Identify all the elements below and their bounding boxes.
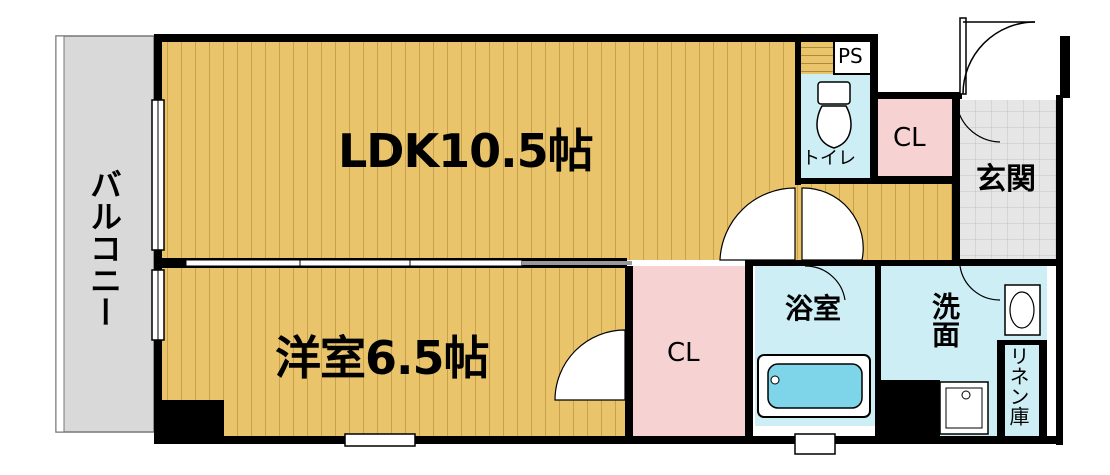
washroom-label: 洗面: [928, 292, 961, 348]
balcony-area: [55, 35, 155, 433]
closet-western-label: CL: [667, 338, 700, 368]
closet-entry: [878, 98, 956, 176]
linen-closet-label: リネン庫: [1006, 346, 1030, 426]
western-room-label: 洋室6.5帖: [275, 331, 489, 385]
ps-label: PS: [838, 44, 863, 68]
door-ldk: [719, 187, 796, 261]
closet-entry-label: CL: [893, 123, 926, 153]
washbasin: [1004, 284, 1041, 336]
entrance-label: 玄関: [976, 162, 1036, 197]
closet-western: [632, 266, 747, 438]
door-western: [554, 329, 626, 401]
washer-pan: [939, 381, 989, 435]
entrance-door: [959, 17, 1036, 95]
balcony-label: バルコニー: [85, 168, 123, 328]
bathtub: [757, 354, 871, 418]
window-bath: [794, 433, 836, 455]
window-bottom: [344, 433, 416, 447]
entrance-floor: [956, 100, 1060, 260]
ldk-floor: [162, 42, 795, 260]
ldk-label: LDK10.5帖: [338, 124, 594, 178]
western-floor: [162, 266, 632, 438]
toilet-fixture: [816, 81, 852, 149]
bath-label: 浴室: [785, 292, 842, 325]
toilet-label: トイレ: [802, 148, 856, 169]
